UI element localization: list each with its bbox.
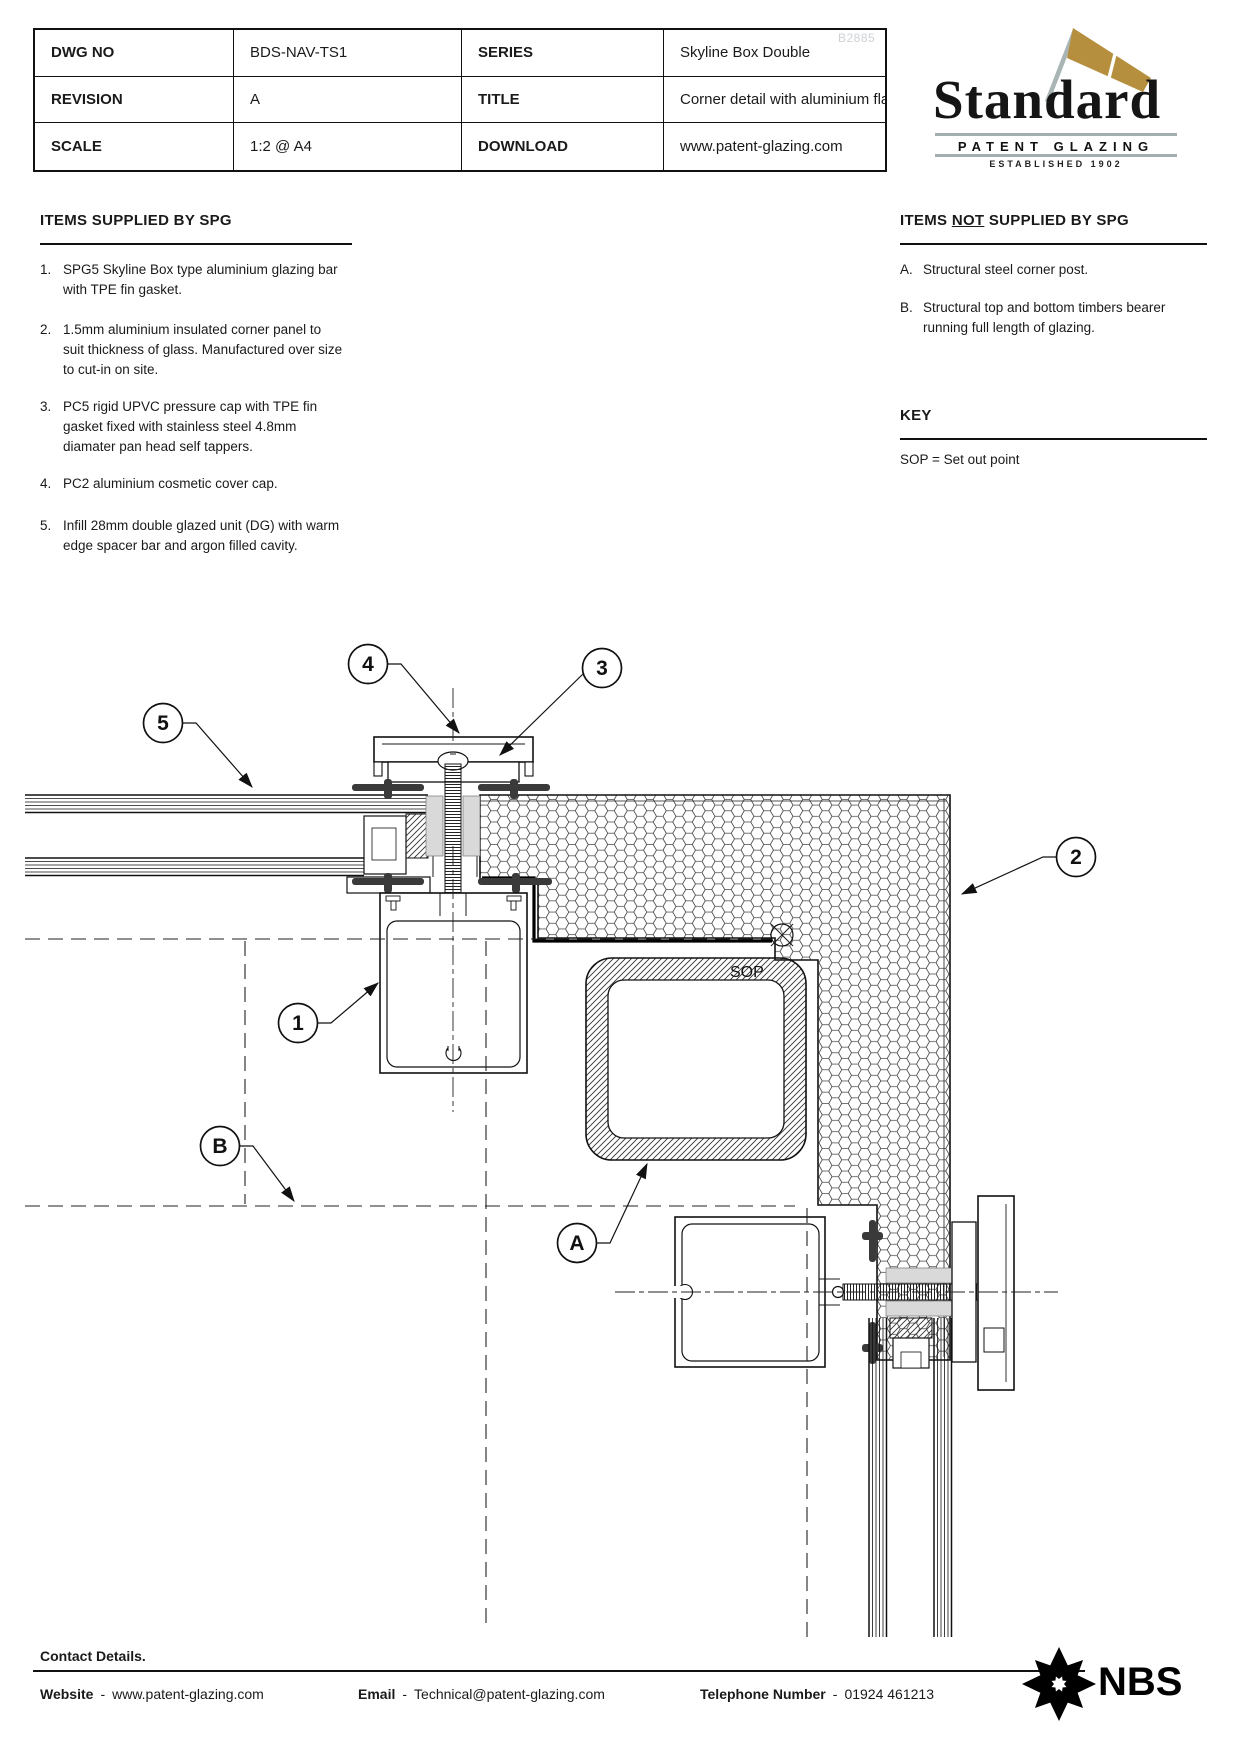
list-item: 5. Infill 28mm double glazed unit (DG) w… [40, 516, 345, 556]
item-number: 5. [40, 518, 52, 533]
watermark: B2885 [838, 31, 876, 45]
item-text: Structural top and bottom timbers bearer… [923, 300, 1166, 335]
list-item: 4. PC2 aluminium cosmetic cover cap. [40, 474, 345, 494]
dwg-no-label: DWG NO [35, 30, 234, 77]
items-supplied-heading: ITEMS SUPPLIED BY SPG [40, 212, 232, 229]
key-rule [900, 438, 1207, 440]
svg-text:3: 3 [596, 657, 608, 680]
telephone-entry: Telephone Number-01924 461213 [700, 1686, 934, 1702]
telephone-label: Telephone Number [700, 1686, 826, 1702]
balloon-5: 5 [142, 702, 184, 744]
list-item: 2. 1.5mm aluminium insulated corner pane… [40, 320, 345, 380]
series-label: SERIES [462, 30, 664, 77]
website-value: www.patent-glazing.com [112, 1686, 264, 1702]
spacer-bar-vertical [889, 1317, 933, 1339]
spacer-bar [405, 813, 429, 859]
title-label: TITLE [462, 76, 664, 124]
contact-details-heading: Contact Details. [40, 1648, 146, 1664]
item-text: Structural steel corner post. [923, 262, 1089, 277]
heading-not: NOT [951, 212, 985, 229]
sop-label: SOP [730, 964, 764, 981]
key-entry: SOP = Set out point [900, 452, 1020, 467]
balloon-1: 1 [277, 1002, 319, 1044]
logo-name: Standard [933, 69, 1162, 130]
items-supplied-rule [40, 243, 352, 245]
side-glazing-assembly [674, 1195, 1015, 1637]
list-item: 1. SPG5 Skyline Box type aluminium glazi… [40, 260, 345, 300]
email-entry: Email-Technical@patent-glazing.com [358, 1686, 605, 1702]
balloon-3: 3 [581, 647, 623, 689]
svg-text:4: 4 [362, 653, 374, 676]
website-label: Website [40, 1686, 94, 1702]
email-value: Technical@patent-glazing.com [414, 1686, 605, 1702]
balloon-4: 4 [347, 643, 389, 685]
svg-text:2: 2 [1070, 846, 1082, 869]
item-text: SPG5 Skyline Box type aluminium glazing … [63, 262, 338, 297]
revision-label: REVISION [35, 76, 234, 124]
item-number: 4. [40, 476, 52, 491]
vertical-glazed-unit [868, 1318, 953, 1637]
dwg-no-value: BDS-NAV-TS1 [234, 30, 462, 77]
items-not-supplied-heading: ITEMS NOT SUPPLIED BY SPG [900, 212, 1129, 229]
list-item: A. Structural steel corner post. [900, 260, 1205, 280]
title-block: DWG NO BDS-NAV-TS1 SERIES Skyline Box Do… [33, 28, 887, 172]
item-number: A. [900, 262, 913, 277]
series-value: Skyline Box Double [664, 30, 885, 77]
steel-corner-post [585, 957, 807, 1161]
title-value: Corner detail with aluminium flashing [664, 77, 885, 124]
items-not-supplied-rule [900, 243, 1207, 245]
key-heading: KEY [900, 407, 932, 424]
separator: - [832, 1686, 838, 1702]
download-label: DOWNLOAD [462, 123, 664, 170]
svg-text:A: A [569, 1232, 584, 1255]
fin-gaskets [352, 779, 552, 893]
download-value: www.patent-glazing.com [680, 138, 843, 156]
logo-established: ESTABLISHED 1902 [989, 159, 1123, 169]
item-text: Infill 28mm double glazed unit (DG) with… [63, 518, 340, 553]
item-number: 1. [40, 262, 52, 277]
separator: - [100, 1686, 106, 1702]
heading-suffix: SUPPLIED BY SPG [984, 212, 1129, 229]
heading-prefix: ITEMS [900, 212, 952, 229]
footer-rule [33, 1670, 1085, 1672]
balloon-2: 2 [1055, 836, 1097, 878]
separator: - [402, 1686, 408, 1702]
callout-balloons: 5 4 3 2 1 B A [142, 643, 1097, 1264]
svg-text:B: B [212, 1135, 227, 1158]
balloon-B: B [199, 1125, 241, 1167]
item-text: PC2 aluminium cosmetic cover cap. [63, 476, 278, 491]
scale-value: 1:2 @ A4 [234, 123, 462, 170]
logo-tagline: PATENT GLAZING [957, 139, 1155, 154]
nbs-flower-icon [1022, 1647, 1096, 1721]
sop-marker: SOP [730, 923, 794, 981]
item-text: 1.5mm aluminium insulated corner panel t… [63, 322, 343, 377]
item-number: 3. [40, 399, 52, 414]
logo-rule-top [935, 133, 1177, 136]
scale-label: SCALE [35, 123, 234, 170]
svg-text:5: 5 [157, 712, 169, 735]
top-cap-assembly [352, 736, 552, 917]
revision-value: A [234, 76, 462, 124]
list-item: B. Structural top and bottom timbers bea… [900, 298, 1205, 338]
leader-lines [182, 663, 1057, 1244]
setout-dashed-lines [25, 938, 808, 1637]
nbs-logo-text: NBS [1098, 1660, 1183, 1704]
svg-text:1: 1 [292, 1012, 304, 1035]
flag-icon [1044, 28, 1151, 103]
balloon-A: A [556, 1222, 598, 1264]
email-label: Email [358, 1686, 396, 1702]
item-text: PC5 rigid UPVC pressure cap with TPE fin… [63, 399, 318, 454]
telephone-value: 01924 461213 [844, 1686, 934, 1702]
list-item: 3. PC5 rigid UPVC pressure cap with TPE … [40, 397, 345, 457]
cover-cap-side [977, 1195, 1015, 1391]
item-number: B. [900, 300, 913, 315]
horizontal-glazed-unit [25, 794, 431, 894]
item-number: 2. [40, 322, 52, 337]
glazing-bar [379, 892, 528, 1074]
website-entry: Website-www.patent-glazing.com [40, 1686, 264, 1702]
logo-rule-bottom [935, 154, 1177, 157]
